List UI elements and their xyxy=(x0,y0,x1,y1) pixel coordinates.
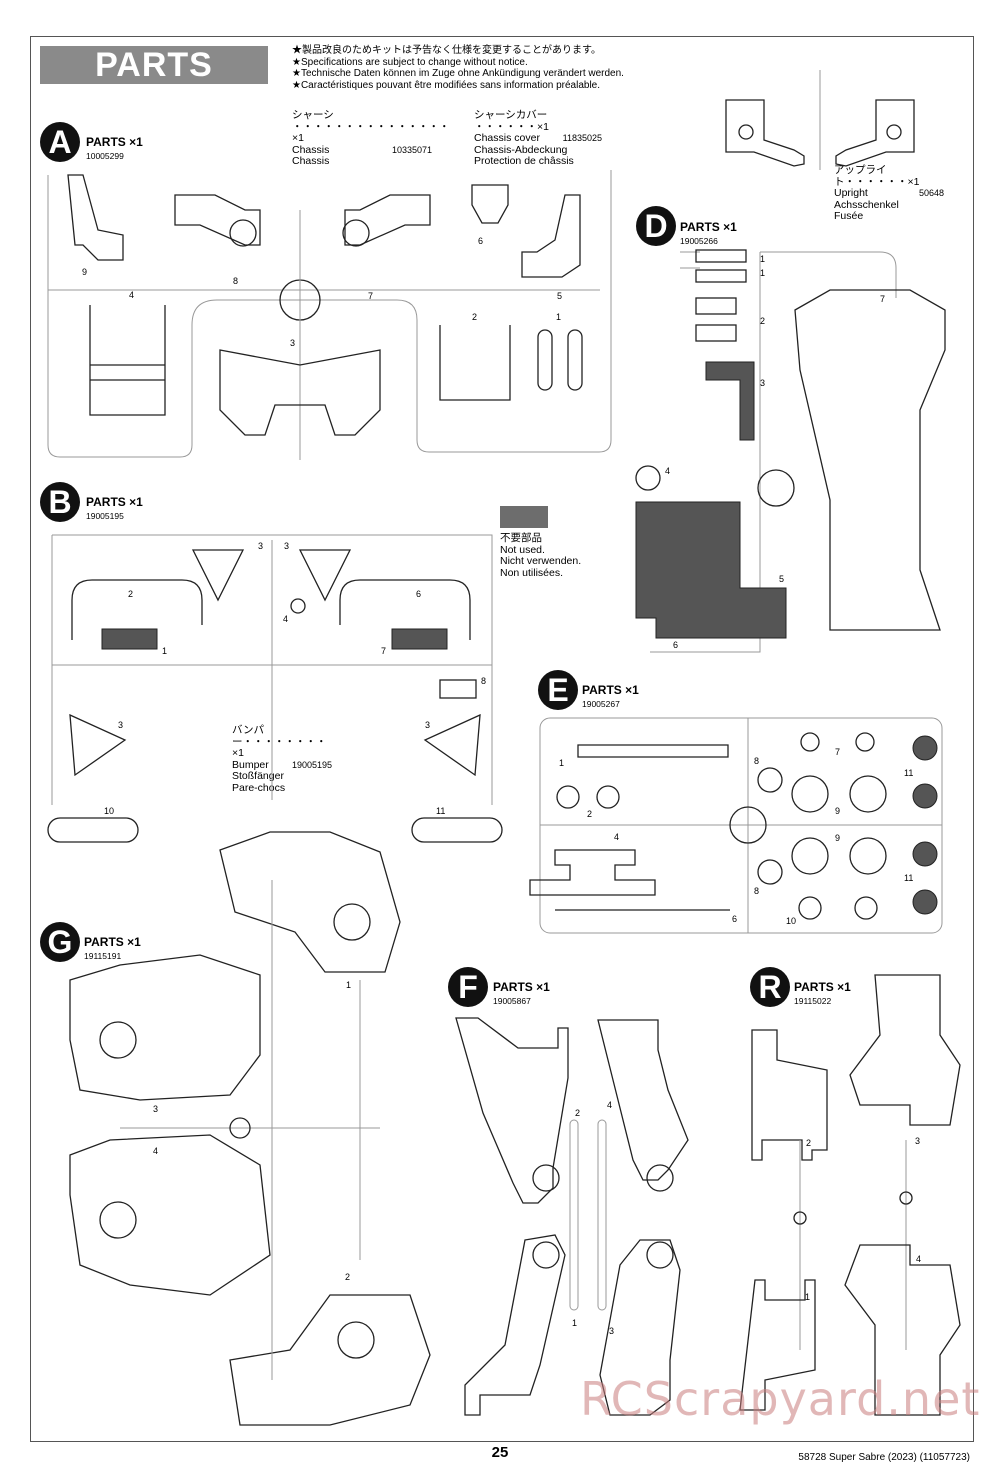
gate-number: 8 xyxy=(233,276,239,286)
gate-number: 11 xyxy=(436,806,446,816)
notice-de: ★Technische Daten können im Zuge ohne An… xyxy=(292,68,624,79)
notice-jp: ★製品改良のためキットは予告なく仕様を変更することがあります。 xyxy=(292,45,601,56)
gate-number: 9 xyxy=(835,833,841,843)
page-frame xyxy=(30,36,974,1442)
sprue-badge-d: D xyxy=(636,206,676,246)
gate-number: 4 xyxy=(665,466,671,476)
gate-number: 3 xyxy=(915,1136,921,1146)
gate-number: 2 xyxy=(472,312,478,322)
gate-number: 1 xyxy=(805,1292,811,1302)
sprue-badge-b: B xyxy=(40,482,80,522)
gate-number: 11 xyxy=(904,873,914,883)
gate-number: 1 xyxy=(559,758,565,768)
gate-number: 4 xyxy=(283,614,289,624)
parts-banner: PARTS xyxy=(40,46,268,84)
gate-number: 2 xyxy=(345,1272,351,1282)
sprue-d-code: 19005266 xyxy=(680,236,718,246)
gate-number: 8 xyxy=(754,756,760,766)
sprue-e-drawing xyxy=(529,717,943,934)
sprue-a-code: 10005299 xyxy=(86,151,124,161)
gate-number: 3 xyxy=(760,378,766,388)
gate-number: 3 xyxy=(609,1326,615,1336)
gate-number: 2 xyxy=(806,1138,812,1148)
gate-number: 2 xyxy=(587,809,593,819)
sprue-badge-e: E xyxy=(538,670,578,710)
gate-number: 2 xyxy=(128,589,134,599)
gate-number: 4 xyxy=(153,1146,159,1156)
notice-en: ★Specifications are subject to change wi… xyxy=(292,56,528,68)
sprue-badge-a: A xyxy=(40,122,80,162)
sprue-e-code: 19005267 xyxy=(582,699,620,709)
gate-number: 1 xyxy=(556,312,562,322)
gate-number: 3 xyxy=(290,338,296,348)
gate-number: 3 xyxy=(118,720,124,730)
gate-number: 9 xyxy=(82,267,88,277)
not-used-swatch xyxy=(500,506,548,528)
spec-notice: ★製品改良のためキットは予告なく仕様を変更することがあります。 ★Specifi… xyxy=(292,45,624,91)
gate-number: 7 xyxy=(381,646,387,656)
sprue-a-drawing xyxy=(47,170,612,460)
gate-number: 3 xyxy=(153,1104,159,1114)
gate-number: 4 xyxy=(614,832,620,842)
sprue-a-title: PARTS ×1 xyxy=(86,135,143,149)
sprue-b-code: 19005195 xyxy=(86,511,124,521)
page-number: 25 xyxy=(491,1444,509,1461)
gate-number: 9 xyxy=(835,806,841,816)
sprue-g-title: PARTS ×1 xyxy=(84,935,141,949)
sprue-g-code: 19115191 xyxy=(84,951,122,961)
sprue-g-drawing xyxy=(69,831,431,1426)
sprue-badge-f: F xyxy=(448,967,488,1007)
gate-number: 5 xyxy=(557,291,563,301)
gate-number: 2 xyxy=(760,316,766,326)
notice-fr: ★Caractéristiques pouvant être modifiées… xyxy=(292,79,601,91)
sprue-f-drawing xyxy=(455,1017,689,1416)
gate-number: 7 xyxy=(880,294,886,304)
sprue-e-title: PARTS ×1 xyxy=(582,683,639,697)
upright-drawing xyxy=(725,70,915,170)
sprue-f-title: PARTS ×1 xyxy=(493,980,550,994)
watermark: RCScrapyard.net xyxy=(580,1372,981,1426)
gate-number: 4 xyxy=(607,1100,613,1110)
gate-number: 5 xyxy=(779,574,785,584)
sprue-f-code: 19005867 xyxy=(493,996,531,1006)
gate-number: 3 xyxy=(425,720,431,730)
gate-number: 10 xyxy=(786,916,797,926)
not-used-label: 不要部品 Not used. Nicht verwenden. Non util… xyxy=(500,532,582,579)
sprue-d-title: PARTS ×1 xyxy=(680,220,737,234)
gate-number: 6 xyxy=(673,640,679,650)
sprue-d-drawing xyxy=(635,249,946,653)
gate-number: 6 xyxy=(732,914,738,924)
gate-number: 4 xyxy=(129,290,135,300)
gate-number: 8 xyxy=(481,676,487,686)
sprue-b-title: PARTS ×1 xyxy=(86,495,143,509)
sprue-badge-r: R xyxy=(750,967,790,1007)
gate-number: 10 xyxy=(104,806,115,816)
gate-number: 7 xyxy=(368,291,374,301)
gate-number: 3 xyxy=(258,541,264,551)
gate-number: 11 xyxy=(904,768,914,778)
sprue-r-title: PARTS ×1 xyxy=(794,980,851,994)
gate-number: 8 xyxy=(754,886,760,896)
manual-title: 58728 Super Sabre (2023) (11057723) xyxy=(798,1452,970,1463)
gate-number: 1 xyxy=(572,1318,578,1328)
gate-number: 4 xyxy=(916,1254,922,1264)
gate-number: 1 xyxy=(760,254,766,264)
sprue-r-drawing xyxy=(739,974,961,1416)
sprue-b-drawing xyxy=(47,534,503,843)
gate-number: 2 xyxy=(575,1108,581,1118)
gate-number: 6 xyxy=(478,236,484,246)
gate-number: 1 xyxy=(162,646,168,656)
gate-number: 1 xyxy=(346,980,352,990)
sprue-badge-g: G xyxy=(40,922,80,962)
gate-number: 6 xyxy=(416,589,422,599)
gate-number: 3 xyxy=(284,541,290,551)
sprue-r-code: 19115022 xyxy=(794,996,832,1006)
gate-number: 1 xyxy=(760,268,766,278)
gate-number: 7 xyxy=(835,747,841,757)
